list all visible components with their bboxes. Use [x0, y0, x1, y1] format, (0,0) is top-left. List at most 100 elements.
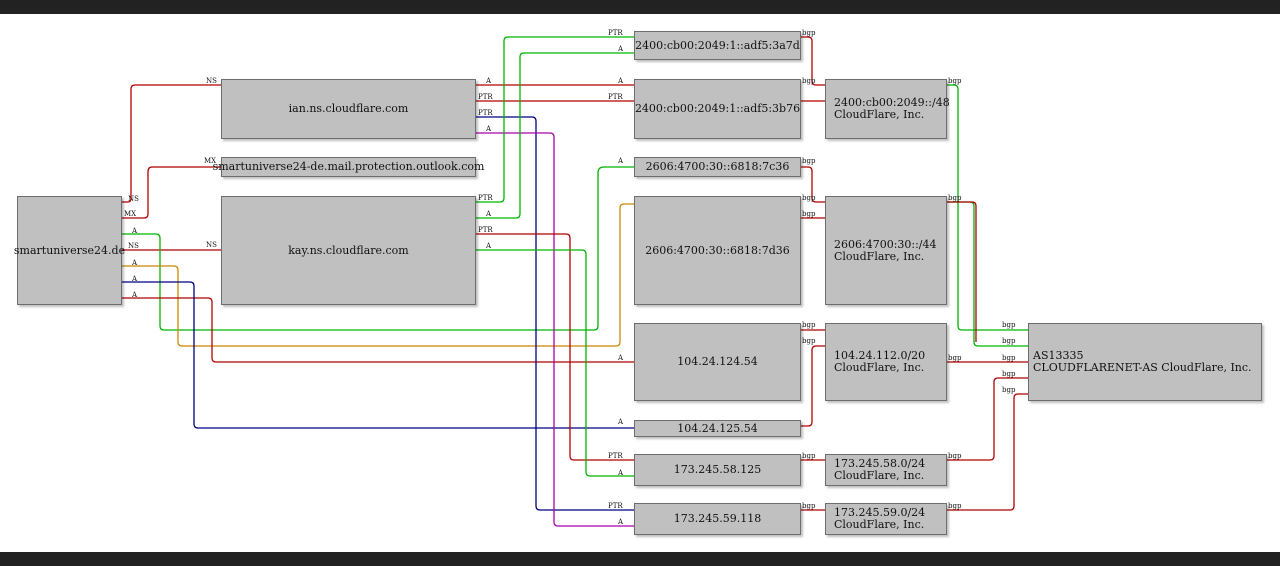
mail-server-node[interactable]: smartuniverse24-de.mail.protection.outlo… — [213, 157, 484, 177]
prefix-node[interactable]: 173.245.59.0/24 CloudFlare, Inc. — [825, 503, 947, 535]
edge-label-mx: MX — [204, 157, 217, 165]
edge-label-a: A — [486, 242, 492, 250]
ip-label: 104.24.124.54 — [677, 355, 758, 368]
nameserver-label: kay.ns.cloudflare.com — [288, 243, 409, 257]
edge-label-a: A — [618, 469, 624, 477]
edge-label-ptr: PTR — [478, 93, 493, 101]
edge-label-ns: NS — [128, 242, 139, 250]
edge-ptr — [476, 116, 634, 511]
ip-label: 2606:4700:30::6818:7c36 — [645, 160, 790, 173]
edge-label-bgp: bgp — [948, 502, 962, 510]
edge-bgp — [801, 166, 825, 203]
edge-label-a: A — [486, 125, 492, 133]
ip-label: 2606:4700:30::6818:7d36 — [645, 243, 790, 257]
edge-ptr — [476, 36, 634, 203]
ip-label: 173.245.59.118 — [673, 512, 762, 525]
edge-label-ptr: PTR — [608, 502, 623, 510]
ip-label: 2400:cb00:2049:1::adf5:3b76 — [634, 102, 801, 115]
edge-label-mx: MX — [124, 210, 137, 218]
prefix-node[interactable]: 2400:cb00:2049::/48 CloudFlare, Inc. — [825, 79, 950, 139]
nameserver-node-kay[interactable]: kay.ns.cloudflare.com — [221, 196, 476, 305]
top-bar — [0, 0, 1280, 14]
edge-label-a: A — [618, 418, 624, 426]
edge-label-ptr: PTR — [608, 93, 623, 101]
nameserver-label: ian.ns.cloudflare.com — [288, 102, 409, 115]
edge-bgp — [947, 377, 1028, 461]
prefix-node[interactable]: 173.245.58.0/24 CloudFlare, Inc. — [825, 454, 947, 486]
prefix-owner: CloudFlare, Inc. — [834, 249, 925, 263]
edge-label-bgp: bgp — [802, 29, 816, 37]
edge-label-bgp: bgp — [1002, 370, 1016, 378]
prefix-owner: CloudFlare, Inc. — [834, 469, 925, 482]
ip-node[interactable]: 2606:4700:30::6818:7c36 — [634, 157, 801, 177]
edge-label-bgp: bgp — [802, 210, 816, 218]
ip-node[interactable]: 173.245.58.125 — [634, 454, 801, 486]
edge-bgp — [801, 345, 825, 427]
edge-label-bgp: bgp — [802, 337, 816, 345]
edge-a — [122, 297, 634, 363]
edge-label-ns: NS — [206, 241, 217, 249]
prefix-label: 2400:cb00:2049::/48 — [834, 96, 950, 109]
ip-node[interactable]: 2606:4700:30::6818:7d36 — [634, 196, 801, 305]
domain-label: smartuniverse24.de — [13, 243, 126, 257]
edge-label-bgp: bgp — [948, 194, 962, 202]
edge-label-ptr: PTR — [478, 226, 493, 234]
ip-node[interactable]: 2400:cb00:2049:1::adf5:3b76 — [634, 79, 801, 139]
edge-bgp — [947, 84, 1028, 331]
prefix-label: 173.245.59.0/24 — [834, 506, 926, 519]
edge-label-ptr: PTR — [608, 452, 623, 460]
edge-label-a: A — [618, 518, 624, 526]
edge-label-bgp: bgp — [948, 77, 962, 85]
edge-label-a: A — [486, 77, 492, 85]
edge-a — [122, 166, 634, 331]
edge-ptr — [476, 233, 634, 461]
edge-label-a: A — [132, 227, 138, 235]
prefix-owner: CloudFlare, Inc. — [834, 108, 925, 121]
edge-label-ptr: PTR — [478, 109, 493, 117]
ip-node[interactable]: 2400:cb00:2049:1::adf5:3a7d — [634, 31, 801, 60]
ip-node[interactable]: 173.245.59.118 — [634, 503, 801, 535]
edge-label-a: A — [618, 354, 624, 362]
ip-node[interactable]: 104.24.125.54 — [634, 420, 801, 437]
edge-label-bgp: bgp — [948, 354, 962, 362]
prefix-label: 2606:4700:30::/44 — [834, 237, 937, 251]
edge-a — [122, 281, 634, 429]
edge-bgp — [947, 201, 1028, 347]
domain-node[interactable]: smartuniverse24.de — [13, 196, 126, 305]
edge-label-ns: NS — [128, 195, 139, 203]
edge-mx — [122, 166, 221, 219]
edge-label-ptr: PTR — [478, 194, 493, 202]
edge-label-a: A — [132, 275, 138, 283]
edge-label-bgp: bgp — [1002, 386, 1016, 394]
edge-label-a: A — [486, 210, 492, 218]
edge-label-bgp: bgp — [1002, 337, 1016, 345]
ip-node[interactable]: 104.24.124.54 — [634, 323, 801, 401]
mail-server-label: smartuniverse24-de.mail.protection.outlo… — [212, 160, 485, 173]
edge-label-a: A — [618, 77, 624, 85]
bottom-bar — [0, 552, 1280, 566]
edge-ns — [122, 84, 221, 203]
edge-label-bgp: bgp — [1002, 354, 1016, 362]
edge-label-a: A — [132, 259, 138, 267]
edge-label-bgp: bgp — [802, 502, 816, 510]
prefix-label: 104.24.112.0/20 — [834, 349, 926, 362]
nameserver-node-ian[interactable]: ian.ns.cloudflare.com — [221, 79, 476, 139]
edge-a — [476, 132, 634, 527]
edge-label-a: A — [132, 291, 138, 299]
edge-label-bgp: bgp — [802, 157, 816, 165]
asn-node[interactable]: AS13335 CLOUDFLARENET-AS CloudFlare, Inc… — [1028, 323, 1262, 401]
edge-label-ptr: PTR — [608, 29, 623, 37]
ip-label: 173.245.58.125 — [673, 463, 762, 476]
edge-a — [476, 52, 634, 219]
prefix-node[interactable]: 104.24.112.0/20 CloudFlare, Inc. — [825, 323, 947, 401]
prefix-label: 173.245.58.0/24 — [834, 457, 926, 470]
edge-bgp — [801, 36, 825, 86]
edge-a — [122, 203, 634, 347]
edge-a — [476, 249, 634, 477]
prefix-node[interactable]: 2606:4700:30::/44 CloudFlare, Inc. — [825, 196, 947, 305]
edge-bgp — [947, 393, 1028, 511]
edge-label-bgp: bgp — [1002, 321, 1016, 329]
edge-label-a: A — [618, 45, 624, 53]
edge-label-bgp: bgp — [802, 77, 816, 85]
